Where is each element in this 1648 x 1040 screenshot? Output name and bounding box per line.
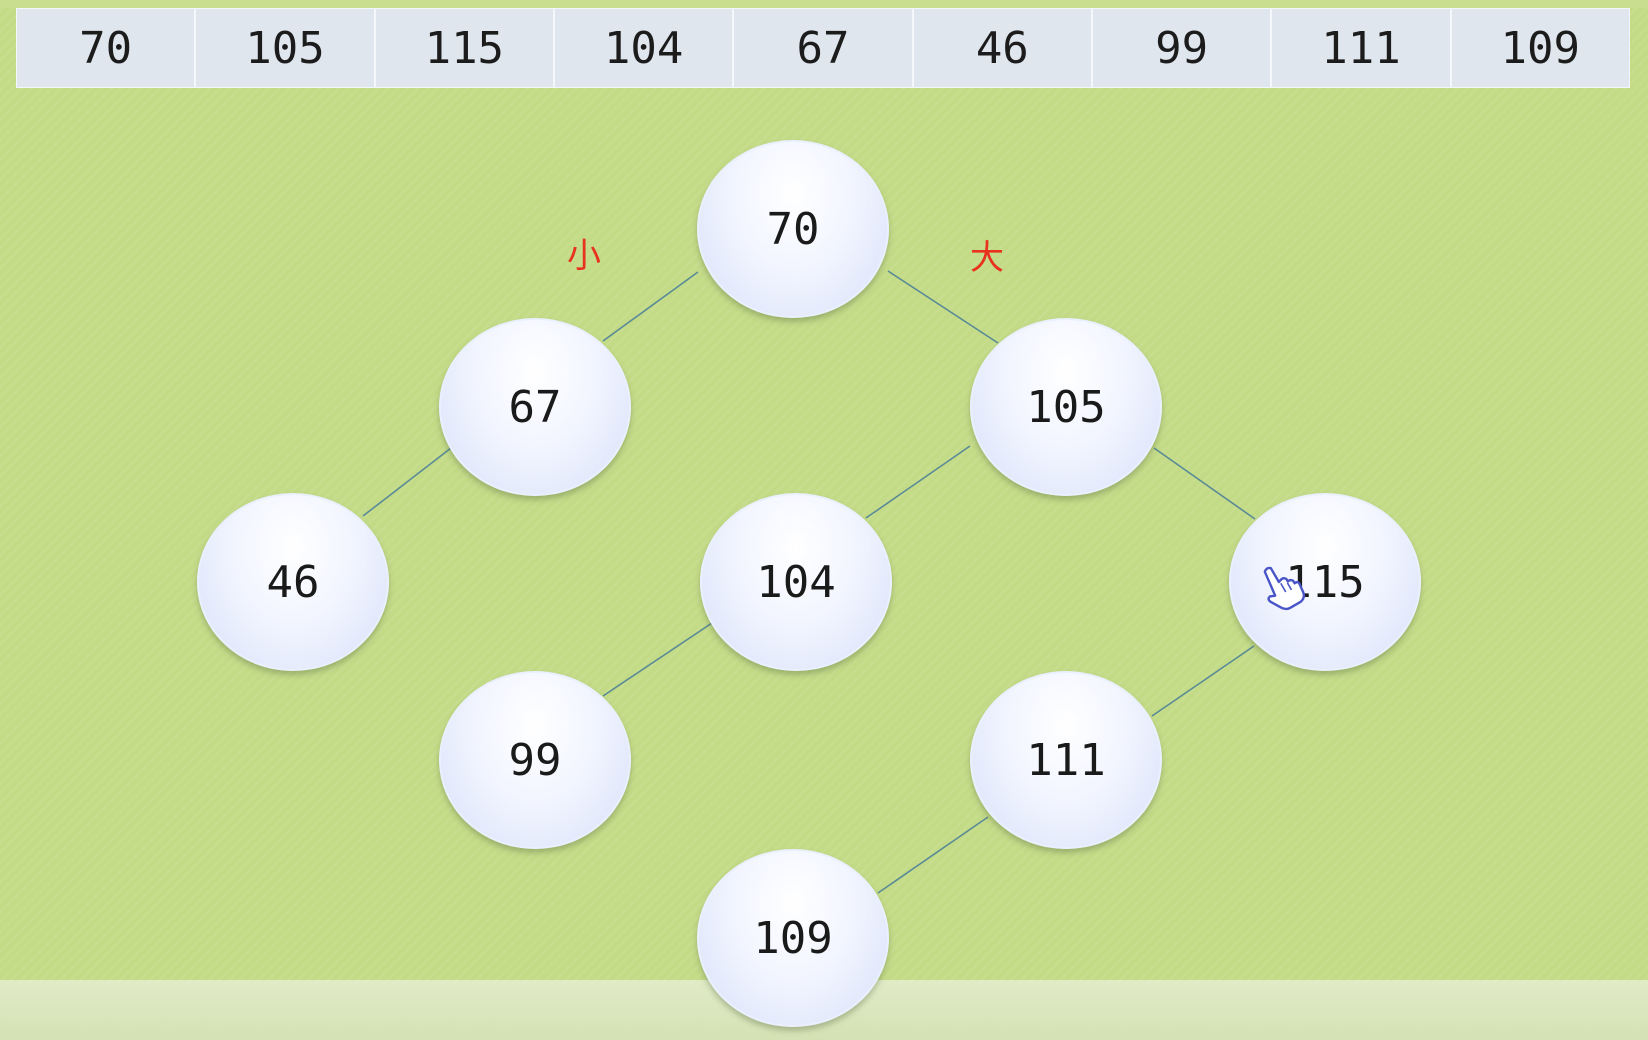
hand-pointer-icon xyxy=(1263,566,1306,611)
edge-111-109 xyxy=(877,816,989,894)
tree-node: 105 xyxy=(970,318,1162,496)
tree-node: 115 xyxy=(1229,493,1421,671)
edge-70-67 xyxy=(602,271,699,342)
edge-67-46 xyxy=(362,447,452,517)
tree-node: 104 xyxy=(700,493,892,671)
array-cell: 115 xyxy=(376,9,555,87)
array-cell: 111 xyxy=(1272,9,1452,87)
array-cell: 99 xyxy=(1093,9,1273,87)
edge-105-104 xyxy=(865,445,971,519)
tree-node-root: 70 xyxy=(697,140,889,318)
tree-node: 109 xyxy=(697,849,889,1027)
tree-node: 46 xyxy=(197,493,389,671)
smaller-label: 小 xyxy=(567,236,601,276)
larger-label: 大 xyxy=(970,238,1004,278)
edge-115-111 xyxy=(1151,645,1255,717)
array-table: 70 105 115 104 67 46 99 111 109 xyxy=(16,8,1630,88)
tree-node: 67 xyxy=(439,318,631,496)
array-cell: 104 xyxy=(555,9,735,87)
edge-105-115 xyxy=(1153,447,1256,520)
top-band xyxy=(0,0,1648,8)
tree-node: 99 xyxy=(439,671,631,849)
array-cell: 105 xyxy=(196,9,376,87)
edge-104-99 xyxy=(602,622,713,697)
array-cell: 70 xyxy=(17,9,197,87)
tree-node: 111 xyxy=(970,671,1162,849)
edge-70-105 xyxy=(887,270,999,344)
array-cell: 109 xyxy=(1500,22,1581,74)
array-cell: 67 xyxy=(734,9,914,87)
array-cell: 46 xyxy=(914,9,1093,87)
